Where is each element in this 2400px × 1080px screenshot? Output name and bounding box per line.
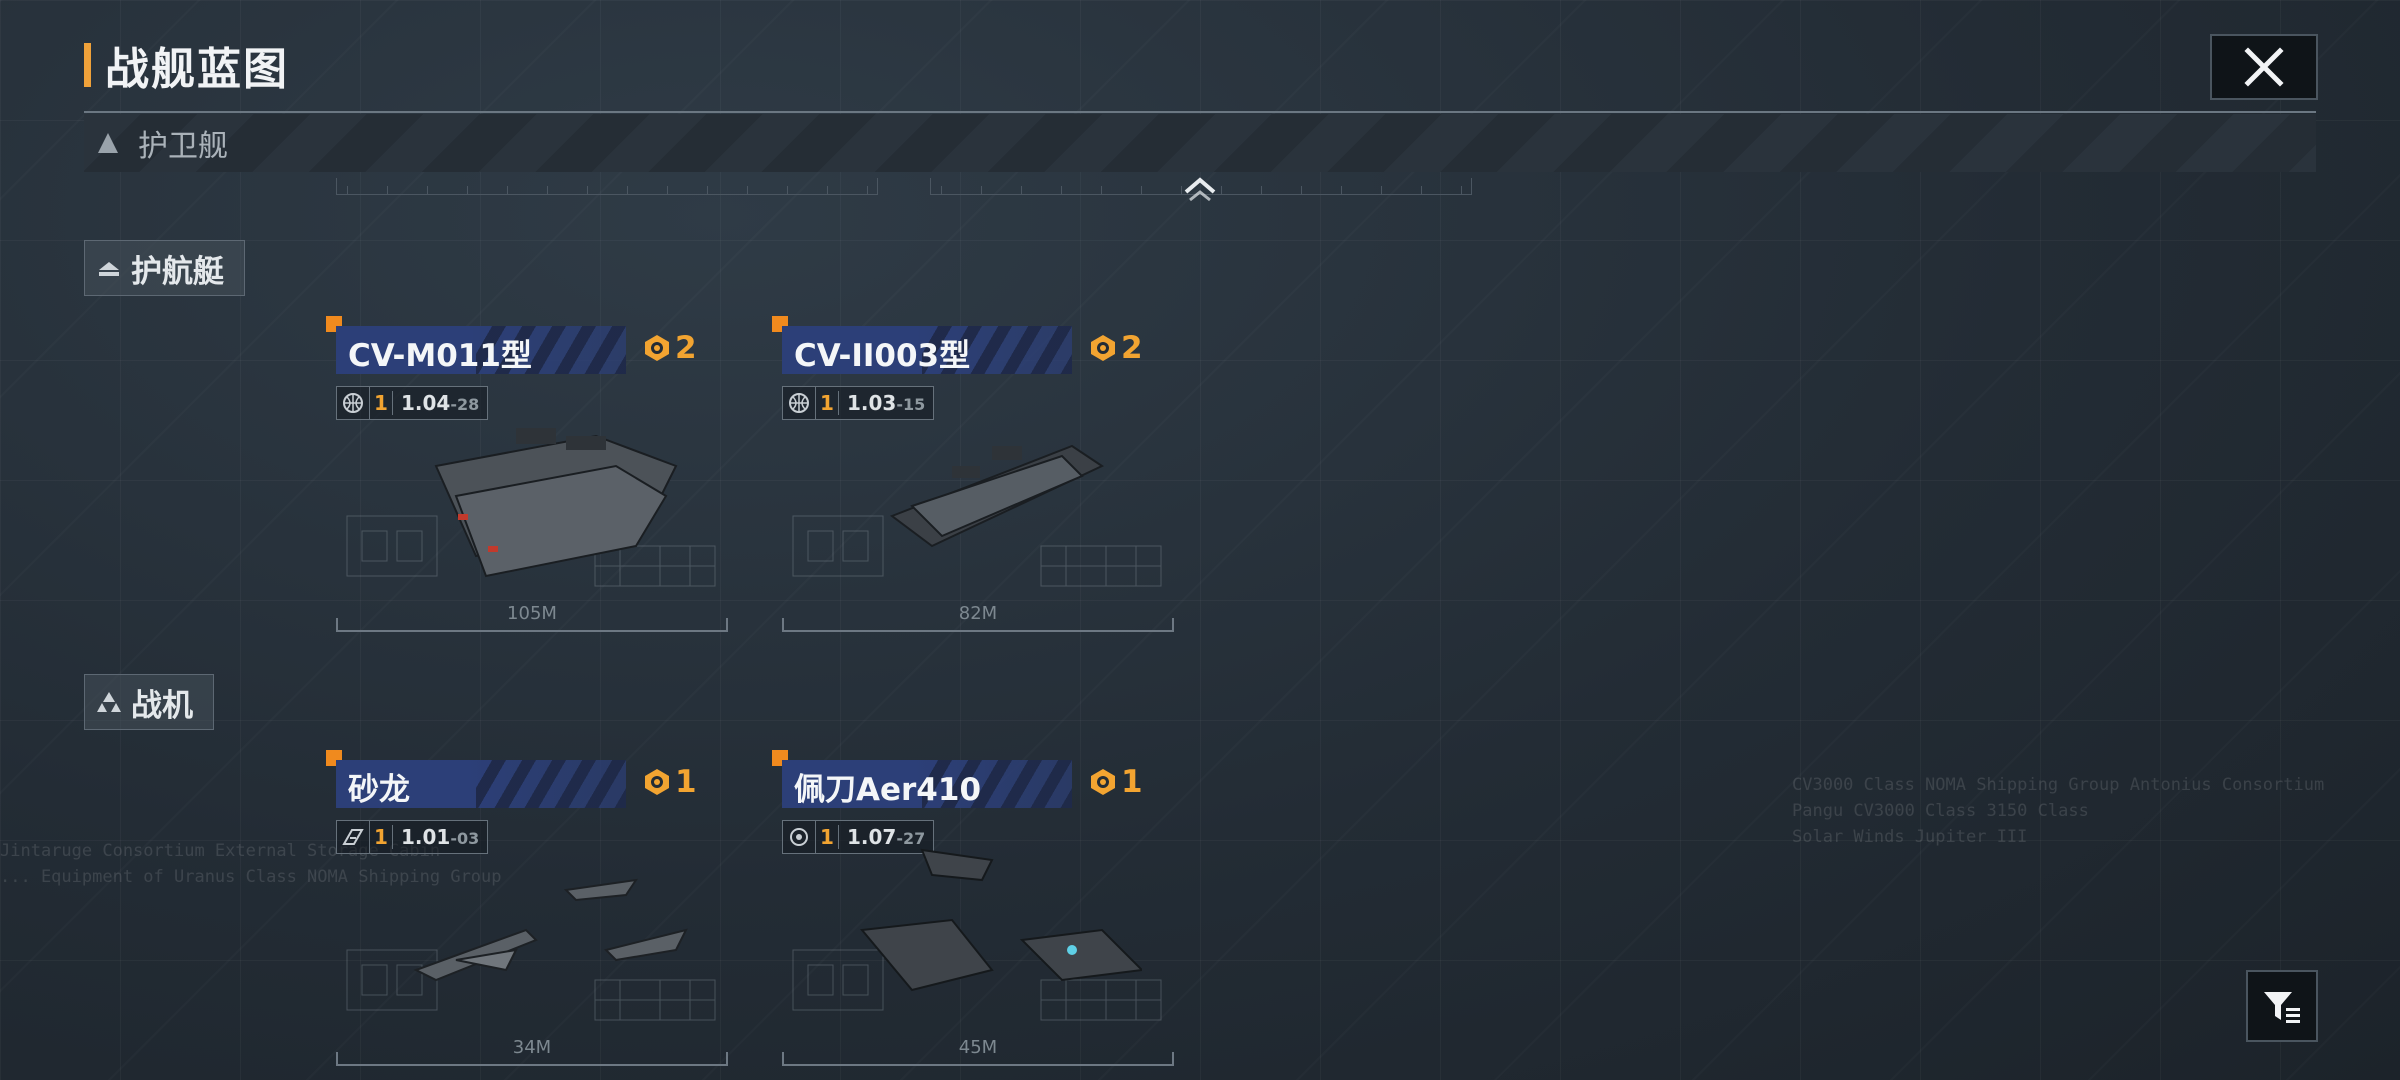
cost-emblem-icon bbox=[1091, 335, 1115, 361]
ship-blueprint-card[interactable]: 砂龙 1 1 1.01-03 34M bbox=[326, 750, 728, 1066]
blueprint-side-schematic bbox=[590, 970, 720, 1026]
close-button[interactable] bbox=[2210, 34, 2318, 100]
cost-emblem-icon bbox=[645, 769, 669, 795]
title-accent-mark bbox=[84, 43, 91, 87]
ship-length-ruler: 45M bbox=[782, 1028, 1174, 1066]
blueprint-side-schematic bbox=[1036, 536, 1166, 592]
ship-length-ruler: 82M bbox=[782, 594, 1174, 632]
ship-stat-box: 1 1.01-03 bbox=[336, 820, 489, 854]
ship-version: 1.03-15 bbox=[839, 391, 933, 415]
cost-emblem-icon bbox=[1091, 769, 1115, 795]
ship-level: 1 bbox=[370, 825, 393, 849]
ship-version: 1.07-27 bbox=[839, 825, 933, 849]
header-divider bbox=[84, 111, 2316, 113]
ship-name-bar: CV-II003型 bbox=[782, 326, 1072, 374]
ship-length: 105M bbox=[507, 603, 557, 624]
ship-version-sub: -15 bbox=[896, 395, 926, 414]
escort-category-icon bbox=[99, 262, 119, 276]
ship-name: 佩刀Aer410 bbox=[794, 772, 982, 808]
ship-cost: 2 bbox=[642, 330, 697, 366]
faction-icon bbox=[337, 821, 370, 853]
cost-emblem-icon bbox=[645, 335, 669, 361]
ship-cost: 1 bbox=[1088, 764, 1143, 800]
ship-length: 45M bbox=[958, 1037, 998, 1058]
ship-version-main: 1.07 bbox=[847, 825, 897, 849]
ship-blueprint-card[interactable]: CV-M011型 2 1 1.04-28 105M bbox=[326, 316, 728, 632]
ship-level: 1 bbox=[816, 391, 839, 415]
ship-version-main: 1.03 bbox=[847, 391, 897, 415]
ship-name: 砂龙 bbox=[348, 772, 410, 808]
ship-name-bar: CV-M011型 bbox=[336, 326, 626, 374]
ship-cost-value: 1 bbox=[1121, 764, 1143, 800]
ship-name: CV-II003型 bbox=[794, 338, 971, 374]
ship-stat-box: 1 1.03-15 bbox=[782, 386, 935, 420]
ship-version: 1.04-28 bbox=[393, 391, 487, 415]
ship-name-bar: 砂龙 bbox=[336, 760, 626, 808]
blueprint-side-schematic bbox=[1036, 970, 1166, 1026]
ship-name: CV-M011型 bbox=[348, 338, 532, 374]
category-tag-fighter: 战机 bbox=[84, 674, 214, 730]
collapse-triangle-icon bbox=[98, 133, 118, 153]
ship-class-header[interactable]: 护卫舰 bbox=[84, 114, 2316, 172]
ship-image bbox=[842, 840, 1145, 1020]
ship-stat-box: 1 1.07-27 bbox=[782, 820, 935, 854]
ship-version: 1.01-03 bbox=[393, 825, 487, 849]
ship-cost-value: 1 bbox=[675, 764, 697, 800]
ruler-left bbox=[336, 178, 878, 195]
page-title: 战舰蓝图 bbox=[105, 44, 289, 95]
ship-blueprint-card[interactable]: 佩刀Aer410 1 1 1.07-27 45M bbox=[772, 750, 1174, 1066]
ship-version-sub: -03 bbox=[450, 829, 480, 848]
faction-icon bbox=[783, 821, 816, 853]
ship-level: 1 bbox=[816, 825, 839, 849]
ship-version-sub: -27 bbox=[896, 829, 926, 848]
close-icon bbox=[2244, 47, 2284, 87]
blueprint-schematic bbox=[788, 496, 888, 586]
ship-name-bar: 佩刀Aer410 bbox=[782, 760, 1072, 808]
ship-length-ruler: 34M bbox=[336, 1028, 728, 1066]
ship-version-sub: -28 bbox=[450, 395, 480, 414]
page-header: 战舰蓝图 bbox=[84, 40, 289, 95]
category-tag-escort: 护航艇 bbox=[84, 240, 245, 296]
ship-length-ruler: 105M bbox=[336, 594, 728, 632]
blueprint-side-schematic bbox=[590, 536, 720, 592]
faction-icon bbox=[783, 387, 816, 419]
ship-length: 82M bbox=[958, 603, 998, 624]
ship-stat-box: 1 1.04-28 bbox=[336, 386, 489, 420]
ship-length: 34M bbox=[512, 1037, 552, 1058]
category-label: 战机 bbox=[131, 687, 193, 724]
ship-image bbox=[842, 406, 1142, 586]
ship-version-main: 1.01 bbox=[401, 825, 451, 849]
ship-cost: 2 bbox=[1088, 330, 1143, 366]
ship-image bbox=[396, 406, 696, 586]
ship-version-main: 1.04 bbox=[401, 391, 451, 415]
filter-icon bbox=[2264, 992, 2300, 1023]
ship-class-label: 护卫舰 bbox=[138, 129, 228, 164]
ship-level: 1 bbox=[370, 391, 393, 415]
chevron-up-icon[interactable] bbox=[1182, 176, 1218, 202]
fighter-category-icon bbox=[97, 692, 121, 712]
background-text-right: CV3000 Class NOMA Shipping Group Antoniu… bbox=[1792, 775, 2325, 847]
ship-blueprint-card[interactable]: CV-II003型 2 1 1.03-15 82M bbox=[772, 316, 1174, 632]
category-label: 护航艇 bbox=[131, 253, 224, 290]
faction-icon bbox=[337, 387, 370, 419]
blueprint-schematic bbox=[788, 930, 888, 1020]
filter-button[interactable] bbox=[2246, 970, 2318, 1042]
blueprint-schematic bbox=[342, 496, 442, 586]
ship-image bbox=[396, 840, 696, 1020]
ship-cost-value: 2 bbox=[1121, 330, 1143, 366]
ship-cost: 1 bbox=[642, 764, 697, 800]
ship-cost-value: 2 bbox=[675, 330, 697, 366]
background-text-left: Jintaruge Consortium External Storage Ca… bbox=[0, 841, 502, 887]
